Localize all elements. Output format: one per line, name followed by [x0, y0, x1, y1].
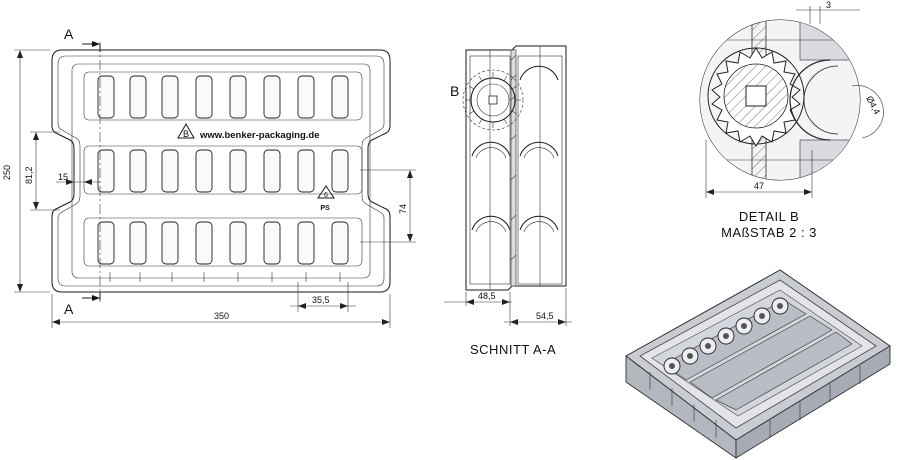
dim-detail-width-value: 47: [754, 181, 764, 191]
section-marker-a-bottom: A: [64, 301, 74, 317]
dim-section-depth-value: 48,5: [478, 291, 496, 301]
dim-pocket-pitch: 35,5: [290, 282, 356, 312]
dim-detail-offset: 3: [796, 0, 860, 24]
dim-section-width: 54,5: [504, 288, 572, 326]
dim-height: 250: [2, 49, 50, 293]
detail-gear-icon: [707, 47, 805, 147]
detail-view: 3 Ø4,4 47 DETAIL B MAßSTAB 2 : 3: [699, 0, 884, 240]
detail-marker-b: B: [450, 83, 459, 99]
dim-gap: 15: [56, 172, 100, 185]
dim-gap-value: 15: [58, 172, 68, 182]
dim-detail-width: 47: [705, 140, 813, 198]
detail-scale: MAßSTAB 2 : 3: [721, 225, 817, 240]
section-marker-a-top: A: [64, 26, 74, 42]
dim-inner-span: 81,2: [24, 131, 60, 211]
gear-icon: [462, 69, 524, 131]
pocket-row-3: [83, 217, 363, 267]
section-view: B 48,5 54,5 SCHNITT A-A: [444, 45, 572, 357]
dim-pocket-pitch-value: 35,5: [312, 295, 330, 305]
dim-section-depth: 48,5: [444, 291, 512, 306]
dim-width-value: 350: [214, 311, 229, 321]
dim-row-pitch: 74: [360, 169, 416, 243]
tray-outline: [51, 49, 391, 293]
recycling-code: 6: [324, 192, 328, 199]
section-line-a: A A: [64, 26, 101, 317]
dim-height-value: 250: [2, 165, 12, 180]
iso-side-ribs: [649, 366, 861, 438]
dim-row-pitch-value: 74: [398, 204, 408, 214]
bottom-ribs: [109, 272, 341, 282]
recycling-symbol-icon: 6 PS: [317, 185, 335, 212]
section-outline: [465, 45, 567, 291]
pocket-row-1: [83, 71, 363, 121]
logo-text: B: [183, 129, 189, 139]
dim-section-width-value: 54,5: [536, 311, 554, 321]
isometric-view: [625, 269, 891, 459]
iso-gears-icon: [663, 297, 789, 375]
recycling-material: PS: [320, 205, 330, 212]
website-label: www.benker-packaging.de: [199, 130, 319, 141]
dim-detail-offset-value: 3: [826, 0, 831, 10]
dim-width: 350: [51, 294, 391, 328]
detail-title: DETAIL B: [739, 209, 799, 224]
pocket-row-2: [83, 145, 363, 195]
brand-logo: B: [177, 122, 195, 139]
dim-inner-span-value: 81,2: [24, 166, 34, 184]
top-view: B www.benker-packaging.de 6 PS A A: [2, 26, 416, 328]
section-caption: SCHNITT A-A: [470, 342, 556, 357]
